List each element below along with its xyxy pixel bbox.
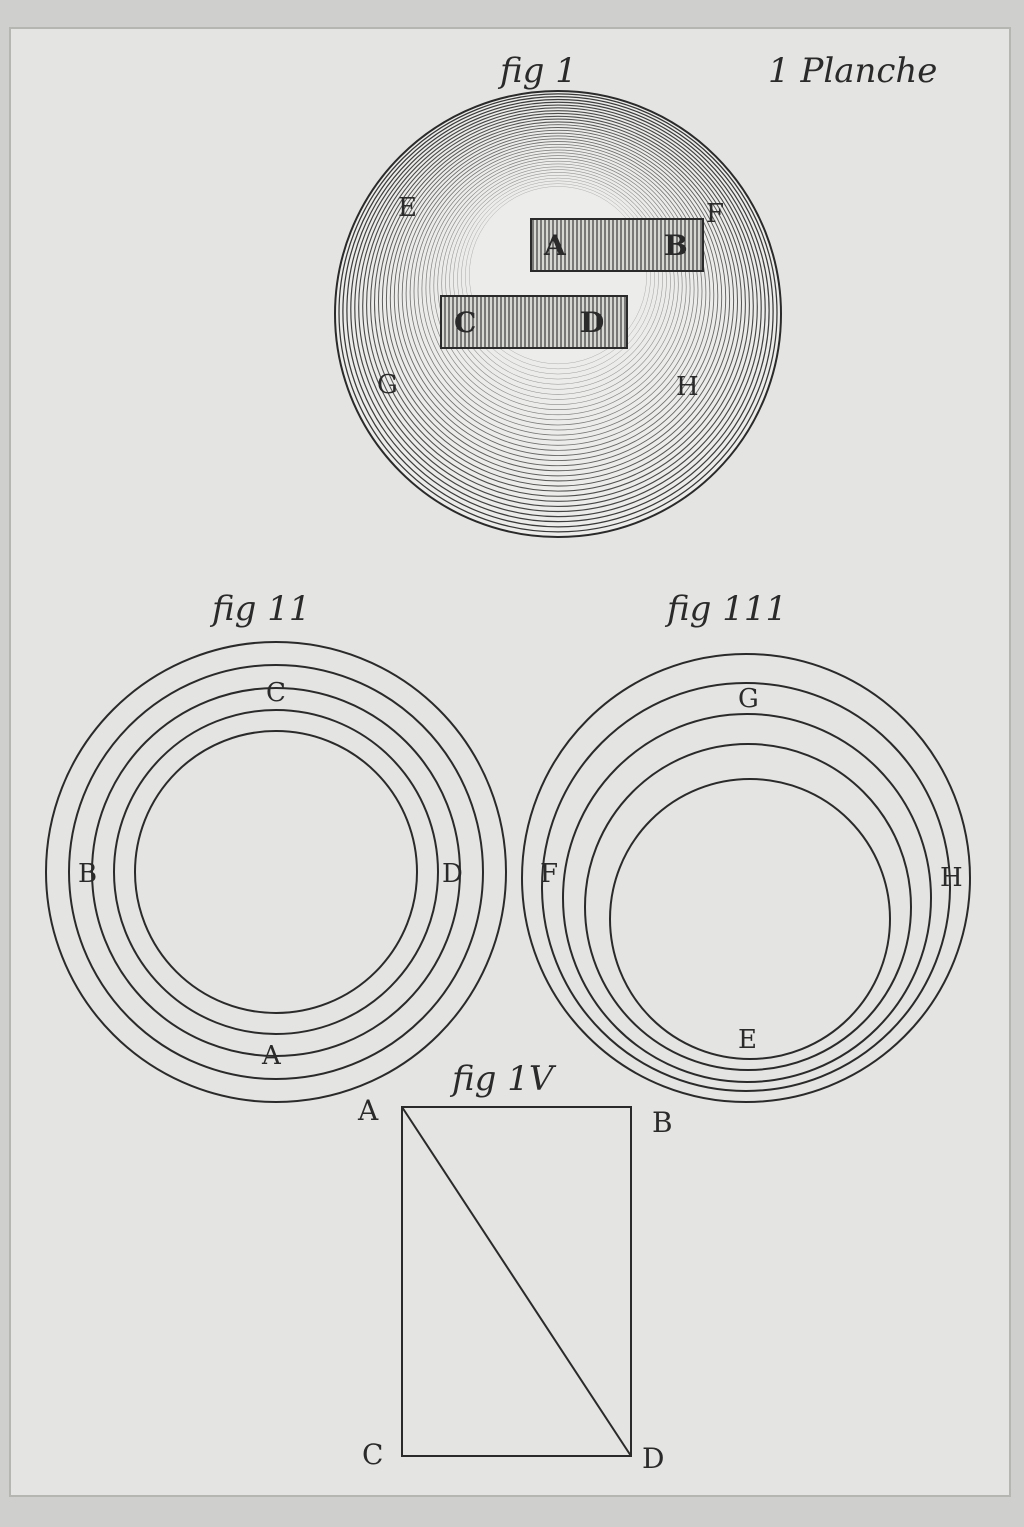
fig1-sphere-shading-ring xyxy=(413,146,703,436)
fig1-sphere-shading-ring xyxy=(354,104,762,513)
fig2-label-c: C xyxy=(266,678,286,708)
fig1-sphere-shading-ring xyxy=(425,155,691,421)
fig1-label-b: B xyxy=(664,229,688,262)
fig1-sphere-shading-ring xyxy=(385,127,731,472)
fig1-sphere-shading-ring xyxy=(338,93,778,533)
fig2-ring-3 xyxy=(91,687,461,1057)
fig1-sphere-shading-ring xyxy=(381,124,735,477)
fig1-sphere-shading-ring xyxy=(417,149,699,431)
fig3-label-g: G xyxy=(738,684,759,714)
fig3-ring-2 xyxy=(541,682,951,1092)
fig1-sphere-shading-ring xyxy=(362,110,754,502)
fig1-sphere-shading-ring xyxy=(350,101,766,518)
fig1-sphere-shading-ring xyxy=(457,177,659,380)
fig1-sphere-shading-ring xyxy=(429,158,687,416)
figure-1: fig 1 E F G H A B C D xyxy=(334,51,782,538)
fig2-ring-1 xyxy=(45,641,507,1103)
fig3-label-h: H xyxy=(940,863,963,893)
fig1-sphere-shading-ring xyxy=(377,121,739,482)
figure-3: fig 111 G F H E xyxy=(521,589,971,1103)
fig1-sphere-shading-ring xyxy=(449,172,667,390)
figure-4: fig 1V A B C D xyxy=(357,1059,673,1475)
fig1-sphere-shading-ring xyxy=(405,141,711,446)
fig4-diagonal-ad xyxy=(401,1106,632,1457)
fig1-bar-cd xyxy=(440,295,628,349)
fig2-label-b: B xyxy=(78,859,97,889)
fig1-sphere-shading-ring xyxy=(453,174,663,385)
fig1-label-h: H xyxy=(676,372,699,402)
fig2-ring-2 xyxy=(68,664,484,1080)
fig1-label-d: D xyxy=(580,306,604,339)
fig3-ring-1 xyxy=(521,653,971,1103)
fig3-ring-3 xyxy=(562,713,932,1083)
fig3-label-e: E xyxy=(738,1025,757,1055)
fig1-sphere-shading-ring xyxy=(409,143,707,441)
fig1-sphere-shading-ring xyxy=(393,132,723,462)
fig1-bar-ab xyxy=(530,218,704,272)
fig4-rectangle xyxy=(401,1106,632,1457)
fig1-sphere-shading-ring xyxy=(401,138,715,451)
fig1-label-a: A xyxy=(543,229,567,262)
fig4-label-d: D xyxy=(642,1442,664,1475)
figure-2: fig 11 C B D A xyxy=(45,589,507,1103)
fig1-sphere-shading-ring xyxy=(437,163,679,405)
figure-3-caption: fig 111 xyxy=(664,589,787,629)
fig1-sphere-shading-ring xyxy=(366,112,750,497)
fig1-label-c: C xyxy=(454,306,476,339)
fig1-sphere-shading-ring xyxy=(397,135,719,456)
fig1-sphere-shading-ring xyxy=(433,160,683,410)
fig1-sphere-shading-ring xyxy=(358,107,758,508)
fig1-sphere-shading-ring xyxy=(445,169,671,395)
fig1-sphere-shading-ring xyxy=(370,115,746,492)
fig2-label-d: D xyxy=(442,859,463,889)
fig3-ring-4 xyxy=(584,743,912,1071)
fig1-sphere-shading-ring xyxy=(461,180,655,375)
fig1-sphere-shading-ring xyxy=(465,183,651,370)
fig4-label-a: A xyxy=(357,1094,379,1127)
fig1-sphere-shading-ring xyxy=(342,95,774,528)
fig1-sphere-shading-ring xyxy=(373,118,743,487)
fig1-label-e: E xyxy=(398,193,417,223)
figure-2-caption: fig 11 xyxy=(209,589,311,629)
fig2-ring-4 xyxy=(113,709,439,1035)
fig4-label-c: C xyxy=(362,1438,383,1471)
fig2-ring-5 xyxy=(134,730,418,1014)
fig3-ring-5 xyxy=(609,778,891,1060)
fig1-sphere-shading-ring xyxy=(346,98,770,523)
fig3-label-f: F xyxy=(540,859,558,889)
fig4-label-b: B xyxy=(652,1106,673,1139)
fig1-sphere-shading-ring xyxy=(421,152,695,426)
plate-title: 1 Planche xyxy=(768,51,937,91)
fig1-sphere-shading-ring xyxy=(441,166,675,400)
fig2-label-a: A xyxy=(261,1041,282,1071)
figure-1-caption: fig 1 xyxy=(497,51,577,91)
fig1-label-g: G xyxy=(377,370,398,400)
figure-4-caption: fig 1V xyxy=(449,1059,557,1099)
fig1-sphere-shading-ring xyxy=(469,186,647,365)
fig1-label-f: F xyxy=(706,199,724,229)
fig1-sphere-shading-ring xyxy=(389,129,727,467)
